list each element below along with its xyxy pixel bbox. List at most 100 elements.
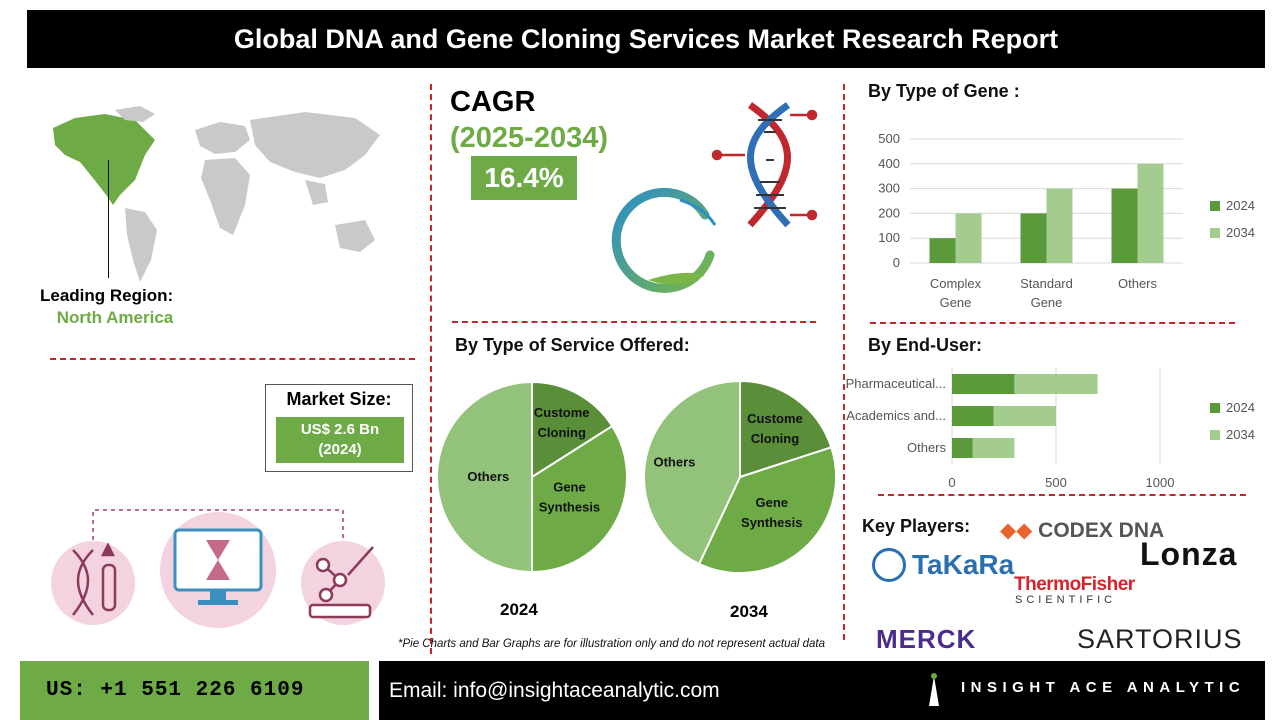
takara-seal-icon (872, 548, 906, 582)
x-tick-label: 500 (1045, 475, 1067, 490)
x-tick-label: Complex (930, 276, 982, 291)
disclaimer-note: *Pie Charts and Bar Graphs are for illus… (398, 638, 826, 650)
footer-email[interactable]: Email: info@insightaceanalytic.com (389, 678, 720, 702)
bar-2034 (1137, 163, 1164, 263)
pie-label: Others (653, 454, 695, 469)
section-title-key-players: Key Players: (862, 516, 971, 536)
logo-merck: MERCK (876, 624, 977, 654)
market-size-label: Market Size: (286, 389, 392, 409)
section-title-end-user: By End-User: (868, 335, 983, 355)
pie-caption-2024: 2024 (500, 600, 538, 619)
y-tick-label: Academics and... (846, 408, 946, 423)
bar-2024 (952, 438, 973, 458)
footer-email-bar: Email: info@insightaceanalytic.com INSIG… (379, 661, 1265, 720)
logo-thermofisher-sub: SCIENTIFIC (1015, 594, 1117, 606)
pie-label: Custome (534, 405, 590, 420)
logo-sartorius: SARTORIUS (1077, 624, 1243, 654)
pie-slice (436, 382, 533, 574)
region-pointer-line (108, 160, 109, 278)
x-tick-label: Standard (1020, 276, 1073, 291)
x-tick-label: 0 (948, 475, 955, 490)
gene-legend-2034: 2034 (1210, 225, 1255, 240)
divider-left-horizontal (50, 358, 415, 360)
pie-slice (643, 382, 741, 566)
pie-label: Cloning (751, 431, 799, 446)
bar-2024 (929, 238, 956, 263)
footer-brand: INSIGHT ACE ANALYTIC (961, 679, 1246, 696)
bar-2024 (952, 374, 1015, 394)
x-tick-label: Others (1118, 276, 1158, 291)
y-tick-label: Others (907, 440, 947, 455)
y-tick-label: 0 (893, 255, 900, 270)
bar-2034 (1014, 374, 1098, 394)
logo-codex-dna: ◆◆ CODEX DNA (1000, 519, 1165, 542)
gene-legend-2024: 2024 (1210, 198, 1255, 213)
y-tick-label: 100 (878, 230, 900, 245)
dna-test-tube-icon (72, 542, 117, 616)
cagr-value-badge: 16.4% (471, 156, 577, 200)
enduser-legend-2024: 2024 (1210, 400, 1255, 415)
dna-helix-icon (711, 102, 818, 228)
y-tick-label: 400 (878, 156, 900, 171)
y-tick-label: 200 (878, 205, 900, 220)
codex-mark-icon: ◆◆ (1000, 519, 1033, 542)
legend-swatch (1210, 200, 1220, 211)
x-tick-label: 1000 (1146, 475, 1175, 490)
pie-label: Synthesis (741, 515, 802, 530)
pie-caption-2034: 2034 (730, 602, 768, 621)
y-tick-label: 500 (878, 131, 900, 146)
y-tick-label: 300 (878, 181, 900, 196)
page-title-bar: Global DNA and Gene Cloning Services Mar… (27, 10, 1265, 68)
section-title-service: By Type of Service Offered: (455, 335, 690, 355)
bar-2034 (993, 406, 1056, 426)
divider-left (430, 84, 432, 654)
section-title-gene: By Type of Gene : (868, 81, 1020, 101)
y-tick-label: Pharmaceutical... (846, 376, 946, 391)
monitor-hourglass-icon (173, 528, 263, 605)
pie-label: Others (467, 469, 509, 484)
x-tick-label: Gene (940, 295, 972, 310)
market-size-value-badge: US$ 2.6 Bn (2024) (276, 417, 404, 463)
page-title: Global DNA and Gene Cloning Services Mar… (233, 23, 1059, 54)
divider-right-horizontal-1 (870, 322, 1235, 324)
footer-phone[interactable]: US: +1 551 226 6109 (20, 661, 369, 720)
pie-label: Gene (755, 495, 788, 510)
pie-slice (739, 382, 833, 479)
molecule-pipette-icon (308, 546, 374, 619)
pie-label: Cloning (538, 425, 586, 440)
legend-swatch (1210, 227, 1220, 238)
pie-label: Custome (747, 411, 803, 426)
logo-takara: TaKaRa (872, 548, 1014, 582)
world-map-icon (53, 106, 380, 282)
divider-right (843, 84, 845, 640)
bar-2024 (1111, 188, 1138, 263)
bar-2034 (1046, 188, 1073, 263)
enduser-legend-2034: 2034 (1210, 427, 1255, 442)
cagr-period: (2025-2034) (450, 122, 608, 154)
end-user-bar-chart: 0 500 1000 Pharmaceutical... Academics and..… (846, 368, 1175, 490)
leading-region-label: Leading Region: (40, 286, 174, 305)
pie-slice (531, 424, 628, 574)
logo-thermofisher: ThermoFisher (1014, 574, 1135, 595)
cagr-label: CAGR (450, 86, 536, 118)
divider-right-horizontal-2 (878, 494, 1246, 496)
brand-logo-icon (927, 672, 941, 708)
bar-2024 (952, 406, 994, 426)
x-tick-label: Gene (1031, 295, 1063, 310)
pie-slice (697, 446, 837, 574)
dna-circle-leaf-icon (611, 187, 717, 293)
bar-2024 (1020, 213, 1047, 263)
pie-label: Synthesis (539, 500, 600, 515)
bar-2034 (972, 438, 1015, 458)
legend-swatch (1210, 402, 1220, 413)
illustration-lab-icons (51, 509, 385, 628)
leading-region-value: North America (56, 308, 174, 327)
pie-label: Gene (553, 480, 586, 495)
divider-center-horizontal (452, 321, 816, 323)
market-size-box: Market Size: US$ 2.6 Bn (2024) (265, 384, 413, 472)
logo-lonza: Lonza (1140, 536, 1238, 572)
